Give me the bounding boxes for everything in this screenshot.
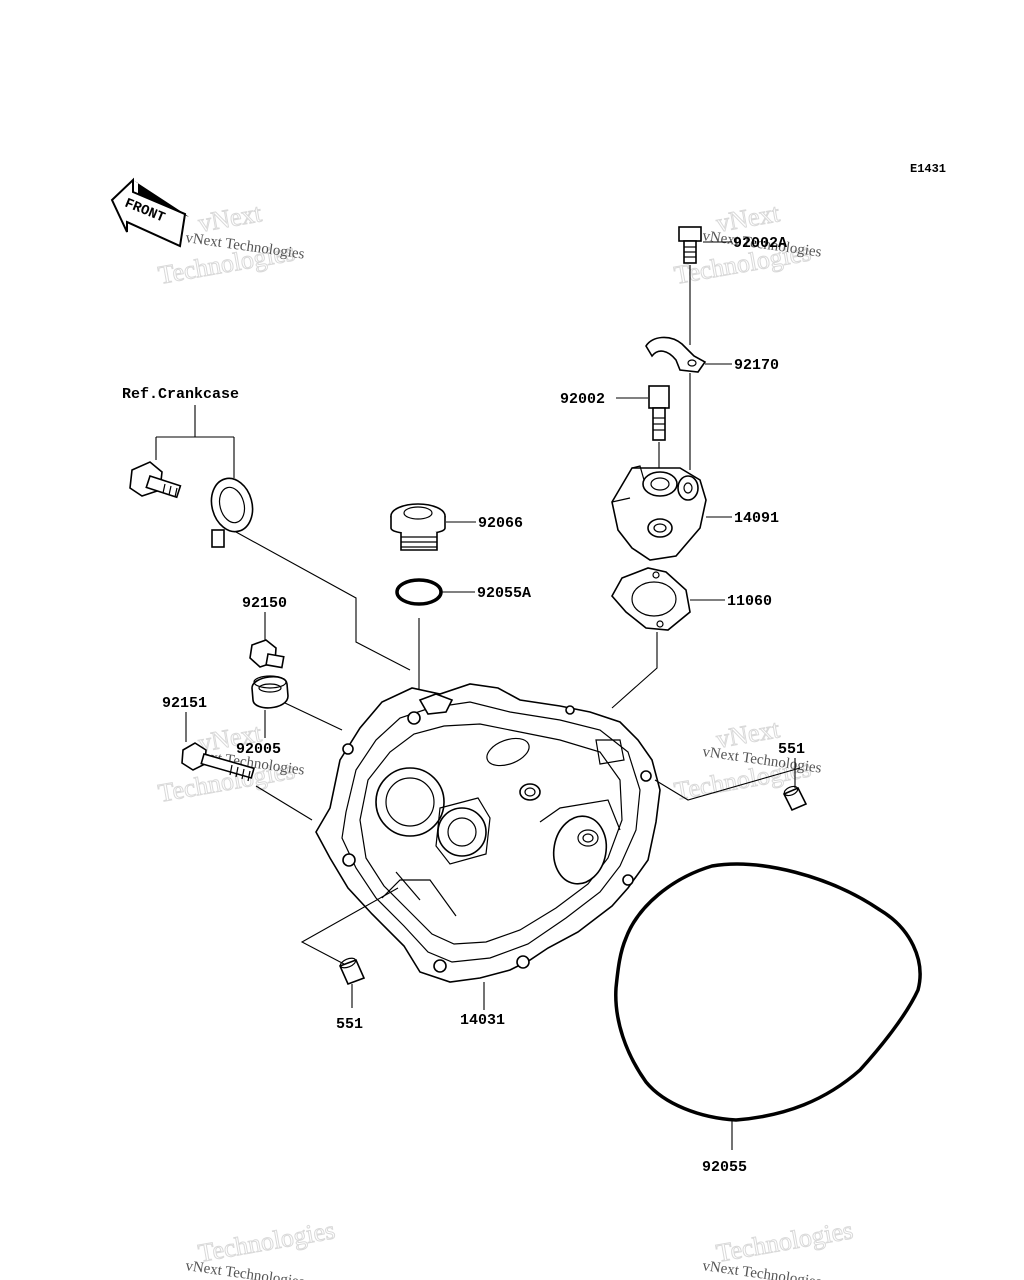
label-92170: 92170 [734, 357, 779, 374]
ref-crankcase-label: Ref.Crankcase [122, 386, 239, 403]
label-11060: 11060 [727, 593, 772, 610]
watermark-bottom-right: Technologies vNext Technologies [701, 1215, 855, 1280]
bolt-92151 [181, 742, 255, 782]
fitting-92005 [251, 675, 289, 709]
front-arrow-icon: FRONT [110, 177, 189, 248]
label-92002: 92002 [560, 391, 605, 408]
label-551-right: 551 [778, 741, 805, 758]
label-551-bottom: 551 [336, 1016, 363, 1033]
gasket-11060 [611, 567, 691, 631]
label-92066: 92066 [478, 515, 523, 532]
label-92005: 92005 [236, 741, 281, 758]
label-92002A: 92002A [733, 235, 787, 252]
watermark-bottom-left: Technologies vNext Technologies [184, 1215, 337, 1280]
label-92150: 92150 [242, 595, 287, 612]
label-92055A: 92055A [477, 585, 531, 602]
svg-text:vNext Technologies: vNext Technologies [184, 1258, 305, 1280]
housing-14091 [611, 465, 707, 561]
label-92151: 92151 [162, 695, 207, 712]
svg-text:vNext Technologies: vNext Technologies [701, 1258, 822, 1280]
oring-92055A [395, 578, 443, 606]
dowel-551-right [782, 785, 808, 812]
bolt-92002 [648, 385, 670, 441]
plug-92066 [390, 503, 446, 551]
bolt-92002A [678, 226, 702, 264]
bolt-92150 [249, 639, 285, 669]
crankcase-washer [210, 477, 254, 548]
diagram-code: E1431 [910, 162, 946, 176]
clamp-92170 [645, 336, 707, 373]
svg-text:Technologies: Technologies [714, 1215, 855, 1268]
label-14091: 14091 [734, 510, 779, 527]
gasket-92055 [614, 862, 922, 1122]
dowel-551-bottom [338, 957, 366, 986]
label-14031: 14031 [460, 1012, 505, 1029]
ref-crankcase-bracket [155, 405, 235, 478]
svg-text:Technologies: Technologies [196, 1215, 337, 1268]
cover-14031 [315, 683, 661, 983]
crankcase-bolt [129, 461, 182, 499]
label-92055: 92055 [702, 1159, 747, 1176]
